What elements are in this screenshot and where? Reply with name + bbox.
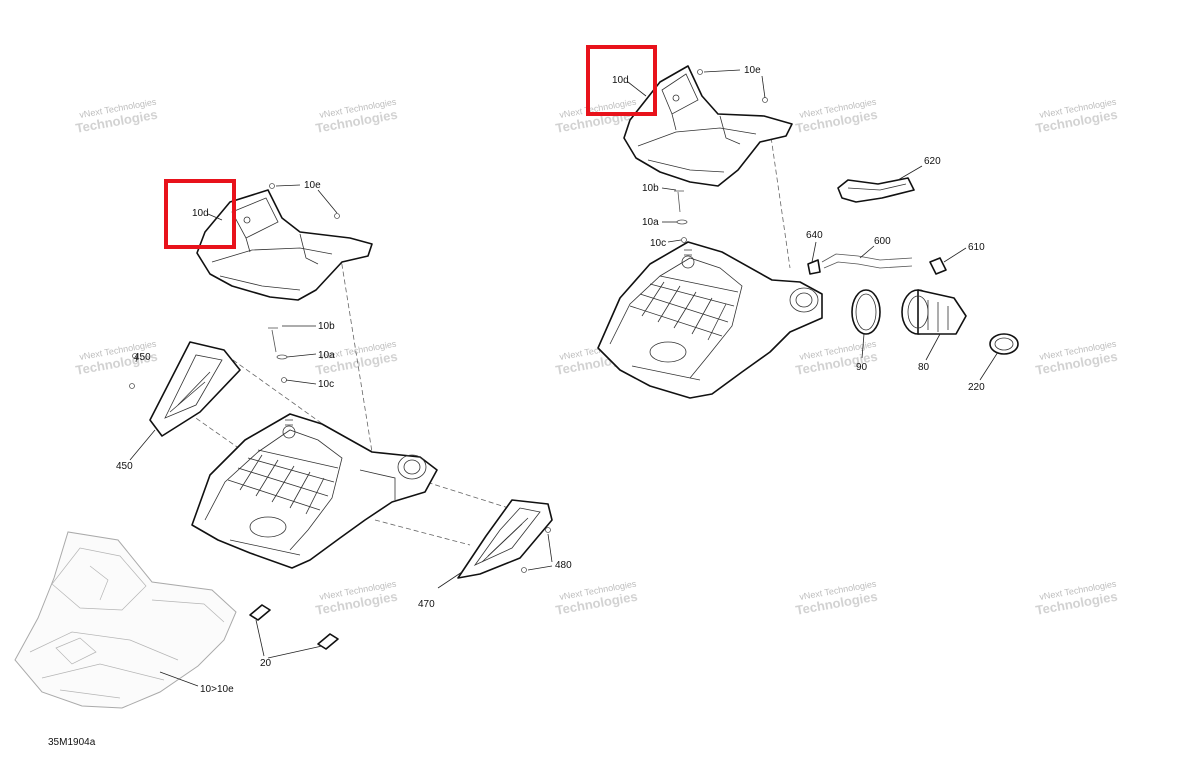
leader-line [255,619,265,657]
leader-line [285,379,317,385]
callout-640: 640 [806,230,823,241]
washer-10a [276,354,288,360]
callout-10d: 10d [612,75,629,86]
leader-line [159,671,199,687]
callout-20: 20 [260,658,272,669]
upper-cover-part [196,189,373,301]
nut-10c [281,377,287,383]
screw-10e-icon [269,183,275,189]
leader-line [925,333,941,361]
leader-line [861,333,865,359]
assembly-line [337,239,373,453]
leader-line [547,533,553,563]
leader-line [703,69,741,73]
nut-10c [681,237,687,243]
left-assembly: 10d 10e 10b 10a 10c 450 450 470 480 20 1… [14,179,572,709]
screw-450-icon [129,383,135,389]
callout-90: 90 [856,362,868,373]
highlight-box-10d [586,45,657,116]
leader-line [275,184,301,187]
leader-line [437,571,463,589]
assembly-line [374,519,471,546]
callout-600: 600 [874,236,891,247]
callout-10b: 10b [642,183,659,194]
callout-10c: 10c [650,238,666,249]
callout-450: 450 [134,352,151,363]
assembly-line [419,479,516,511]
leader-line [135,355,138,363]
airbox-body [597,241,823,399]
washer-10a [676,219,688,225]
leader-line [317,189,338,214]
callout-80: 80 [918,362,930,373]
fitting-610 [929,257,947,275]
assembly-line [769,129,791,269]
clamp-220 [989,333,1019,355]
clip-20 [317,633,339,650]
callout-480: 480 [555,560,572,571]
vehicle-assembly-ghost [14,531,237,709]
leader-line [943,247,967,263]
leader-line [286,353,317,358]
intake-80 [901,289,967,335]
callout-10a: 10a [318,350,335,361]
clamp-90 [851,289,881,335]
leader-line [667,239,682,243]
callout-610: 610 [968,242,985,253]
fastener-stack [268,327,288,383]
callout-620: 620 [924,156,941,167]
leader-line [661,187,677,191]
callout-10-to-10e: 10>10e [200,684,234,695]
leader-line [979,351,999,381]
clip-20 [249,604,271,621]
highlight-box-10d [164,179,236,249]
leader-line [897,165,923,181]
screw-480-icon [545,527,551,533]
clip-640 [807,259,821,275]
screw-450-icon [132,353,138,359]
callout-450: 450 [116,461,133,472]
leader-line [859,245,875,259]
leader-line [129,429,156,461]
upper-cover-part [623,65,793,187]
side-panel-450 [149,341,241,437]
leader-line [811,241,817,263]
callout-10b: 10b [318,321,335,332]
hose-600 [821,253,913,263]
leader-line [207,213,223,221]
screw-10e-icon [762,97,768,103]
screw-10e-icon [334,213,340,219]
right-assembly: 10d 10e 10b 10a 10c 620 640 600 610 90 8… [586,45,1019,399]
screw-10b [271,329,277,353]
callout-10e: 10e [304,180,321,191]
callout-10c: 10c [318,379,334,390]
side-panel-470 [457,499,553,579]
callout-10a: 10a [642,217,659,228]
callout-10d: 10d [192,208,209,219]
drawing-id: 35M1904a [48,737,96,748]
callout-470: 470 [418,599,435,610]
callout-10e: 10e [744,65,761,76]
screw-480-icon [521,567,527,573]
screw-10b [677,191,681,213]
leader-line [761,75,766,99]
leader-line [527,565,553,571]
airbox-body [191,413,438,569]
callout-220: 220 [968,382,985,393]
screw-10e-icon [697,69,703,75]
leader-line [267,645,323,659]
leader-line [627,81,647,97]
